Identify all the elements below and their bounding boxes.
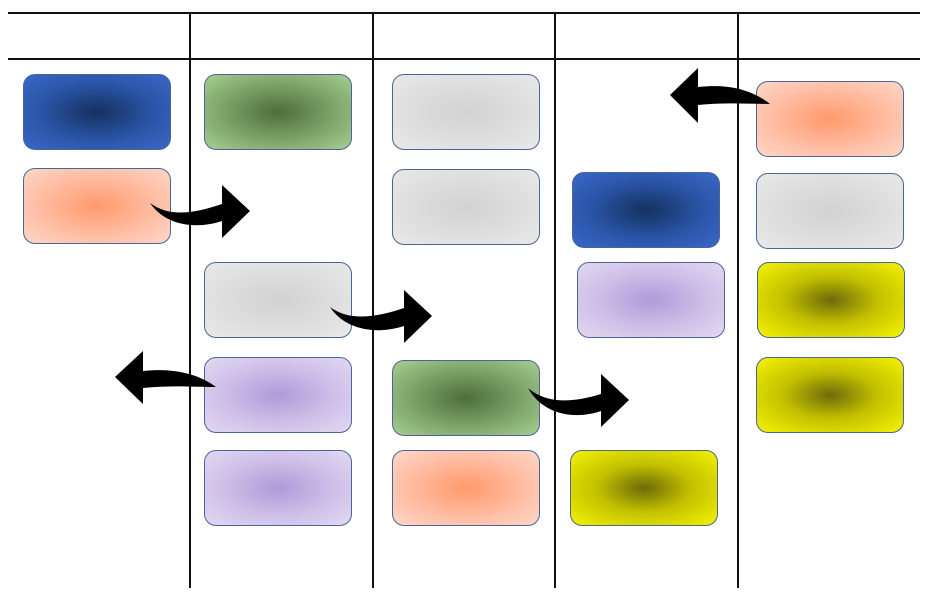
arrow-left-icon (670, 68, 770, 123)
card-col4-2[interactable] (577, 262, 725, 338)
card-col1-1[interactable] (23, 74, 171, 150)
card-col3-1[interactable] (392, 74, 540, 150)
board-top-border (8, 12, 920, 14)
card-col2-1[interactable] (204, 74, 352, 150)
column-header-4 (556, 14, 736, 58)
arrow-right-icon (528, 374, 629, 427)
column-header-1 (8, 14, 188, 58)
card-col4-1[interactable] (572, 172, 720, 248)
card-col4-3[interactable] (570, 450, 718, 526)
arrow-left-icon (115, 351, 216, 404)
header-divider (8, 58, 920, 60)
card-col2-4[interactable] (204, 450, 352, 526)
column-header-3 (374, 14, 554, 58)
column-divider-2 (372, 12, 374, 588)
card-col1-2[interactable] (23, 168, 171, 244)
card-col3-3[interactable] (392, 360, 540, 436)
column-divider-4 (737, 12, 739, 588)
column-header-5 (739, 14, 919, 58)
card-col5-3[interactable] (757, 262, 905, 338)
column-divider-3 (554, 12, 556, 588)
card-col2-3[interactable] (204, 357, 352, 433)
card-col3-4[interactable] (392, 450, 540, 526)
card-col5-4[interactable] (756, 357, 904, 433)
column-header-2 (191, 14, 371, 58)
card-col5-1[interactable] (756, 81, 904, 157)
card-col3-2[interactable] (392, 169, 540, 245)
column-divider-1 (189, 12, 191, 588)
card-col2-2[interactable] (204, 262, 352, 338)
card-col5-2[interactable] (756, 173, 904, 249)
